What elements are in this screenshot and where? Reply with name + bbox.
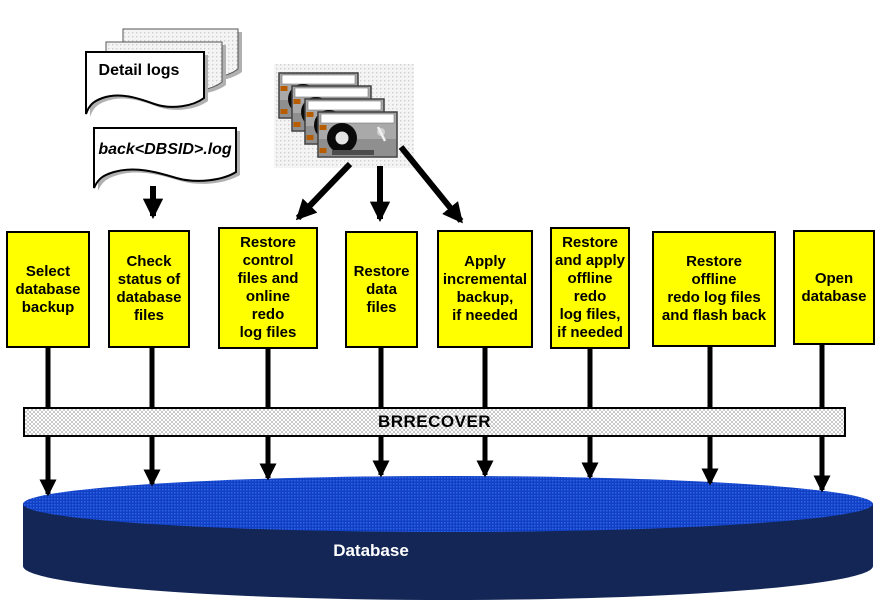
log-file-name-label: back<DBSID>.log bbox=[98, 141, 232, 158]
step-check-status-of-database-files: Check status of database files bbox=[108, 230, 190, 348]
tape-cartridges-icon bbox=[274, 64, 414, 168]
step-restore-and-apply-offline-redo-log-files: Restore and apply offline redo log files… bbox=[550, 227, 630, 349]
brrecover-label: BRRECOVER bbox=[377, 412, 492, 431]
documents-stack-icon bbox=[85, 28, 242, 117]
step-open-database: Open database bbox=[793, 230, 875, 345]
flow-arrows bbox=[39, 145, 831, 497]
database-label: Database bbox=[333, 541, 409, 560]
step-apply-incremental-backup: Apply incremental backup, if needed bbox=[437, 230, 533, 348]
step-select-database-backup: Select database backup bbox=[6, 231, 90, 348]
detail-logs-label: Detail logs bbox=[98, 62, 180, 79]
database-cylinder-icon bbox=[23, 476, 873, 600]
step-restore-data-files: Restore data files bbox=[345, 231, 418, 348]
step-restore-offline-redo-log-files-and-flash-back: Restore offline redo log files and flash… bbox=[652, 231, 776, 347]
log-file-document-icon bbox=[93, 127, 240, 191]
step-restore-control-files-and-online-redo-log-files: Restore control files and online redo lo… bbox=[218, 227, 318, 349]
brrecover-process-bar: BRRECOVER bbox=[23, 407, 846, 437]
